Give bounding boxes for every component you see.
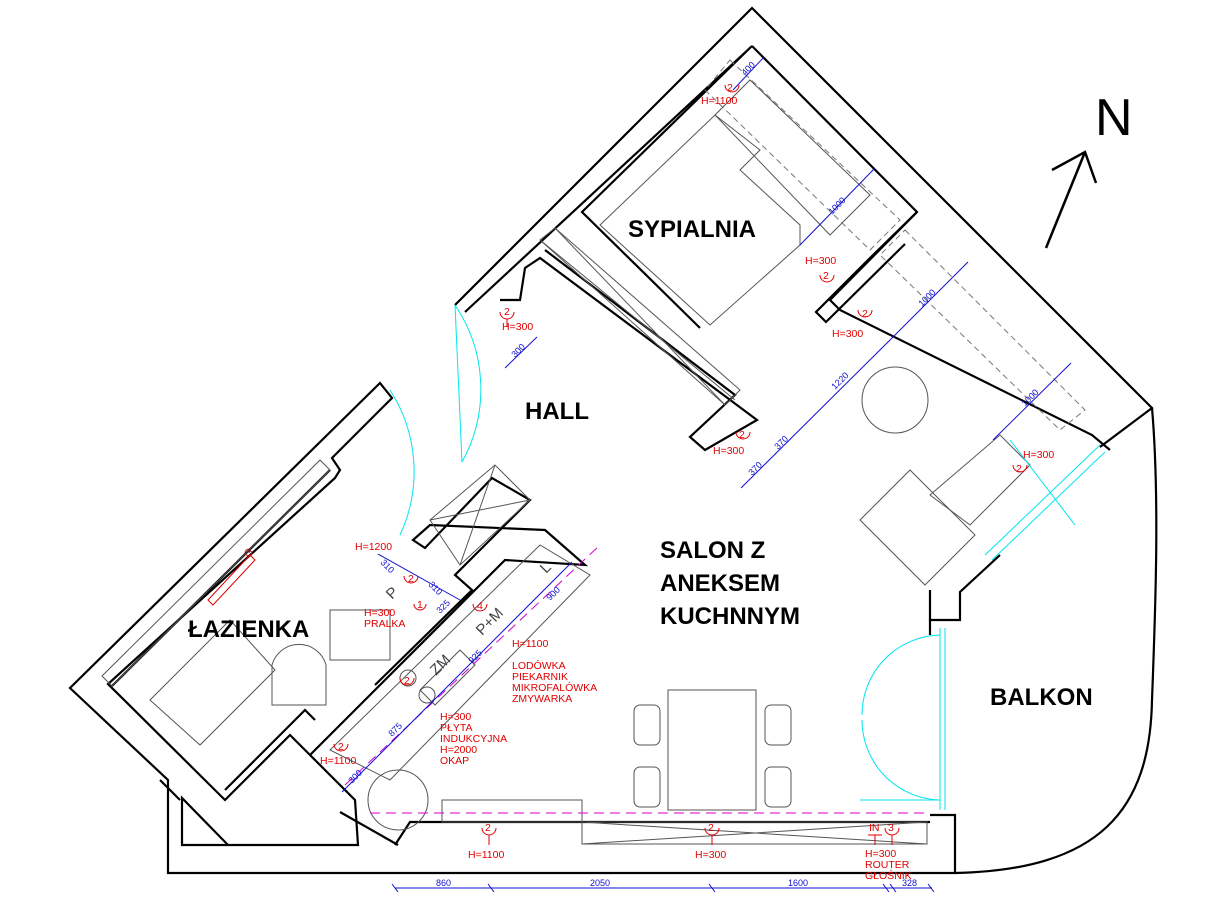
dimension-label: 1000	[916, 287, 937, 308]
appliance-g: G	[242, 546, 256, 560]
dimension-label: 310	[379, 557, 397, 575]
socket-tag: 2	[404, 675, 410, 687]
label: PŁYTA	[440, 722, 472, 734]
label: GŁOŚNIK	[865, 869, 912, 882]
chair	[633, 704, 661, 746]
socket-tag: 2	[485, 822, 491, 834]
label: OKAP	[440, 755, 469, 767]
chair	[764, 766, 792, 808]
socket-tag: 1	[417, 599, 423, 611]
toilet	[271, 643, 327, 706]
label: H=300	[695, 849, 726, 861]
label: H=1100	[701, 95, 737, 107]
north-arrow-icon: N	[1044, 89, 1133, 249]
socket-tag: 2	[504, 306, 510, 318]
label: PIEKARNIK	[512, 671, 568, 683]
north-label: N	[1095, 89, 1133, 147]
kitchen-sink	[367, 769, 429, 831]
socket-tag: IN	[869, 822, 880, 834]
label: MIKROFALÓWKA	[512, 681, 597, 694]
dimension-label: 925	[466, 648, 484, 666]
label: H=300	[502, 321, 533, 333]
socket-tag: 3	[888, 822, 894, 834]
room-living-line2: ANEKSEM	[660, 570, 780, 597]
doors-windows	[389, 304, 1106, 810]
chair	[764, 704, 792, 746]
height-labels: H=1100 H=300 H=300 H=300 H=300 H=300 H=1…	[320, 95, 1054, 882]
room-hall: HALL	[525, 398, 589, 425]
furniture	[101, 59, 1086, 845]
appliance-p: P	[383, 584, 402, 603]
label: LODÓWKA	[512, 659, 566, 672]
socket-tag: 2	[708, 822, 714, 834]
dimension-label: 370	[746, 460, 764, 478]
room-bathroom: ŁAZIENKA	[188, 616, 309, 643]
dimension-label: 2050	[590, 878, 610, 888]
dimension-label: 300	[346, 768, 364, 786]
socket-tag: 2	[727, 82, 733, 94]
label: H=1100	[320, 755, 356, 767]
dimension-label: 400	[739, 60, 757, 78]
dimension-label: 1220	[829, 370, 850, 391]
label: H=1200	[355, 541, 392, 553]
socket-tags: 2 2 2 2 2 2 1 4 2 2 2 2 IN 3 2	[333, 82, 1028, 845]
label: H=300	[364, 607, 395, 619]
label: H=300	[440, 711, 471, 723]
socket-tag: 2	[739, 429, 745, 441]
label: INDUKCYJNA	[440, 733, 507, 745]
socket-tag: 2	[408, 573, 414, 585]
socket-tag: 2	[823, 270, 829, 282]
dimension-label: 1000	[826, 195, 847, 216]
label: H=1100	[468, 849, 504, 861]
dimension-label: 875	[386, 721, 404, 739]
label: ZMYWARKA	[512, 693, 572, 705]
socket-tag: 2	[862, 308, 868, 320]
socket-tag: 2	[1016, 463, 1022, 475]
room-living-line3: KUCHNNYM	[660, 603, 800, 630]
dimension-label: 310	[427, 579, 445, 597]
label: PRALKA	[364, 618, 405, 630]
room-balcony: BALKON	[990, 684, 1093, 711]
dimension-label: 860	[436, 878, 451, 888]
dimension-label: 1600	[788, 878, 808, 888]
chair	[633, 766, 661, 808]
label: H=300	[865, 848, 896, 860]
socket-tag: 2	[338, 741, 344, 753]
label: H=300	[713, 445, 744, 457]
label: H=1100	[512, 638, 548, 650]
washbasin	[329, 609, 391, 661]
dimension-label: 370	[772, 434, 790, 452]
label: H=300	[805, 255, 836, 267]
label: H=300	[1023, 449, 1054, 461]
label: ROUTER	[865, 859, 910, 871]
room-living-line1: SALON Z	[660, 537, 765, 564]
hob	[419, 649, 476, 706]
socket-tag: 4	[477, 600, 483, 612]
dimension-label: 300	[509, 342, 527, 360]
appliance-zm: ZM	[427, 651, 454, 678]
dimension-label: 328	[902, 878, 917, 888]
label: H=300	[832, 328, 863, 340]
room-bedroom: SYPIALNIA	[628, 216, 756, 243]
label: H=2000	[440, 744, 477, 756]
